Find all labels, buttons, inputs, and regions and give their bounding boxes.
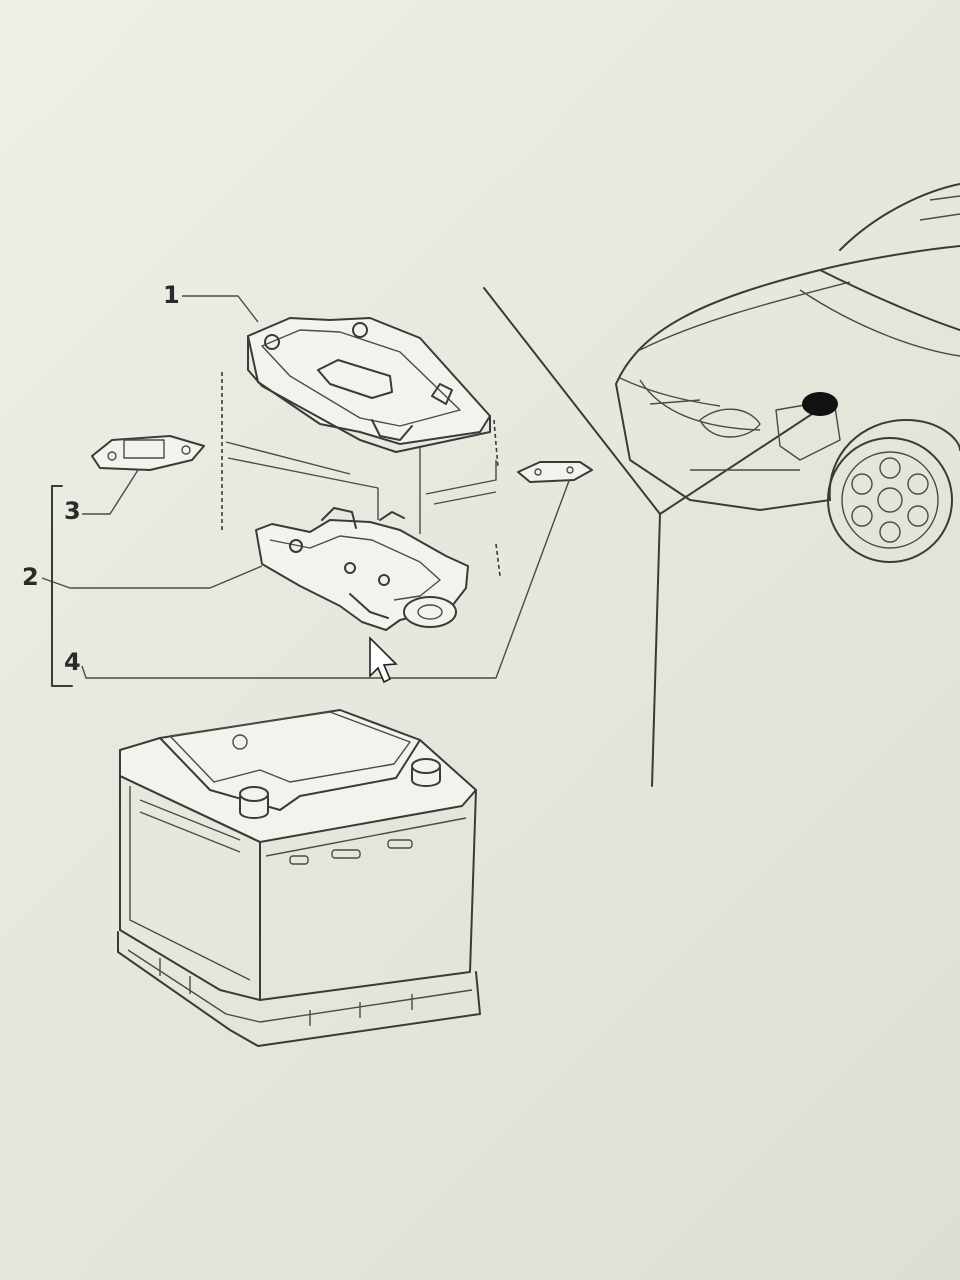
battery-location-marker [802,392,838,416]
leader-line-1 [182,295,259,323]
leader-lines [41,295,571,687]
leader-line-3 [82,469,139,515]
callout-label-2: 2 [22,563,39,591]
explode-guide-lines [221,372,501,577]
battery [117,709,481,1047]
leader-line-4 [81,477,571,679]
part-2-terminal-clamp [255,507,469,631]
leader-line-2 [41,565,263,589]
callout-label-3: 3 [64,497,81,525]
kit-bracket [51,485,73,687]
mouse-pointer-icon [369,636,398,684]
callout-label-1: 1 [163,281,180,309]
part-4-plate [517,461,593,483]
car-outline [615,183,960,563]
location-pointer [483,287,813,787]
callout-label-4: 4 [64,648,81,676]
part-3-bracket [91,435,205,471]
part-1-terminal-cover [247,317,491,453]
